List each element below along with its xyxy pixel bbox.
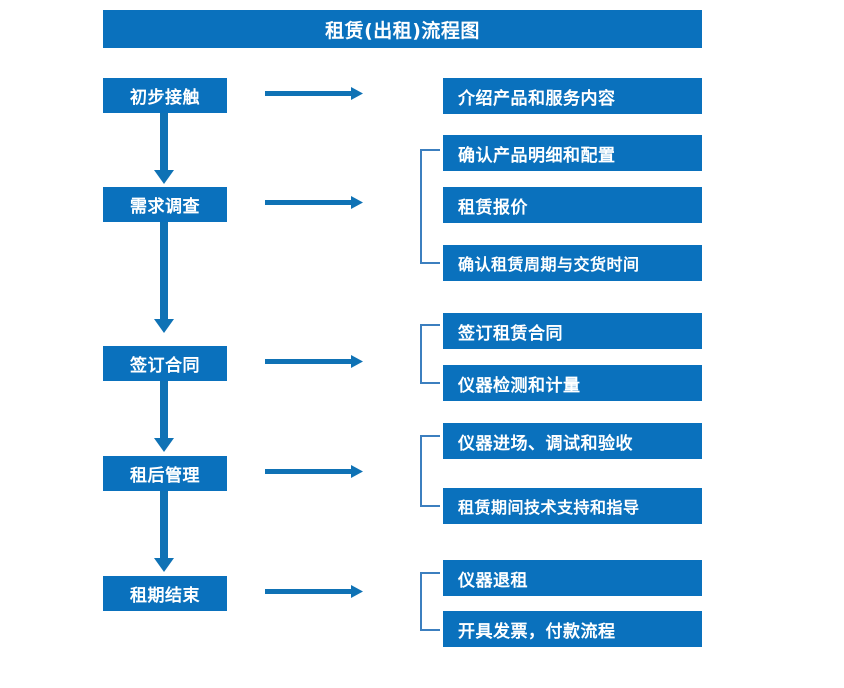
- stage-label: 签订合同: [130, 356, 200, 376]
- stage-label: 租期结束: [130, 586, 200, 606]
- detail-box-instrument-return[interactable]: 仪器退租: [443, 560, 702, 596]
- group-bracket-5: [420, 572, 440, 631]
- detail-box-confirm-product-details[interactable]: 确认产品明细和配置: [443, 135, 702, 171]
- stage-label: 租后管理: [130, 466, 200, 486]
- detail-label: 仪器进场、调试和验收: [458, 433, 633, 454]
- page-title: 租赁(出租)流程图: [325, 19, 480, 42]
- horizontal-arrow-2: [265, 196, 363, 209]
- detail-label: 确认产品明细和配置: [458, 145, 616, 166]
- detail-box-instrument-inspection[interactable]: 仪器检测和计量: [443, 365, 702, 401]
- horizontal-arrow-5: [265, 585, 363, 598]
- vertical-arrow-2: [154, 222, 174, 333]
- stage-box-initial-contact[interactable]: 初步接触: [103, 78, 227, 113]
- stage-label: 需求调查: [130, 197, 200, 217]
- detail-box-sign-rental-contract[interactable]: 签订租赁合同: [443, 313, 702, 349]
- stage-box-post-rental-management[interactable]: 租后管理: [103, 456, 227, 491]
- detail-label: 仪器退租: [458, 570, 528, 591]
- group-bracket-4: [420, 435, 440, 507]
- vertical-arrow-4: [154, 491, 174, 572]
- detail-box-technical-support[interactable]: 租赁期间技术支持和指导: [443, 488, 702, 524]
- detail-box-rental-quotation[interactable]: 租赁报价: [443, 187, 702, 223]
- detail-box-invoice-payment[interactable]: 开具发票，付款流程: [443, 611, 702, 647]
- flowchart-title-bar: 租赁(出租)流程图: [103, 10, 702, 48]
- stage-label: 初步接触: [130, 88, 200, 108]
- vertical-arrow-3: [154, 381, 174, 452]
- detail-label: 开具发票，付款流程: [458, 621, 616, 642]
- detail-box-introduce-products[interactable]: 介绍产品和服务内容: [443, 78, 702, 114]
- horizontal-arrow-3: [265, 355, 363, 368]
- detail-box-confirm-period-delivery[interactable]: 确认租赁周期与交货时间: [443, 245, 702, 281]
- stage-box-needs-survey[interactable]: 需求调查: [103, 187, 227, 222]
- horizontal-arrow-4: [265, 465, 363, 478]
- detail-label: 仪器检测和计量: [458, 375, 581, 396]
- stage-box-rental-end[interactable]: 租期结束: [103, 576, 227, 611]
- horizontal-arrow-1: [265, 87, 363, 100]
- detail-box-instrument-entry-commissioning[interactable]: 仪器进场、调试和验收: [443, 423, 702, 459]
- detail-label: 签订租赁合同: [458, 323, 563, 344]
- stage-box-sign-contract[interactable]: 签订合同: [103, 346, 227, 381]
- group-bracket-3: [420, 324, 440, 384]
- detail-label: 租赁期间技术支持和指导: [458, 498, 640, 517]
- group-bracket-2: [420, 149, 440, 264]
- detail-label: 介绍产品和服务内容: [458, 88, 616, 109]
- detail-label: 确认租赁周期与交货时间: [458, 255, 640, 274]
- detail-label: 租赁报价: [458, 197, 528, 218]
- vertical-arrow-1: [154, 113, 174, 184]
